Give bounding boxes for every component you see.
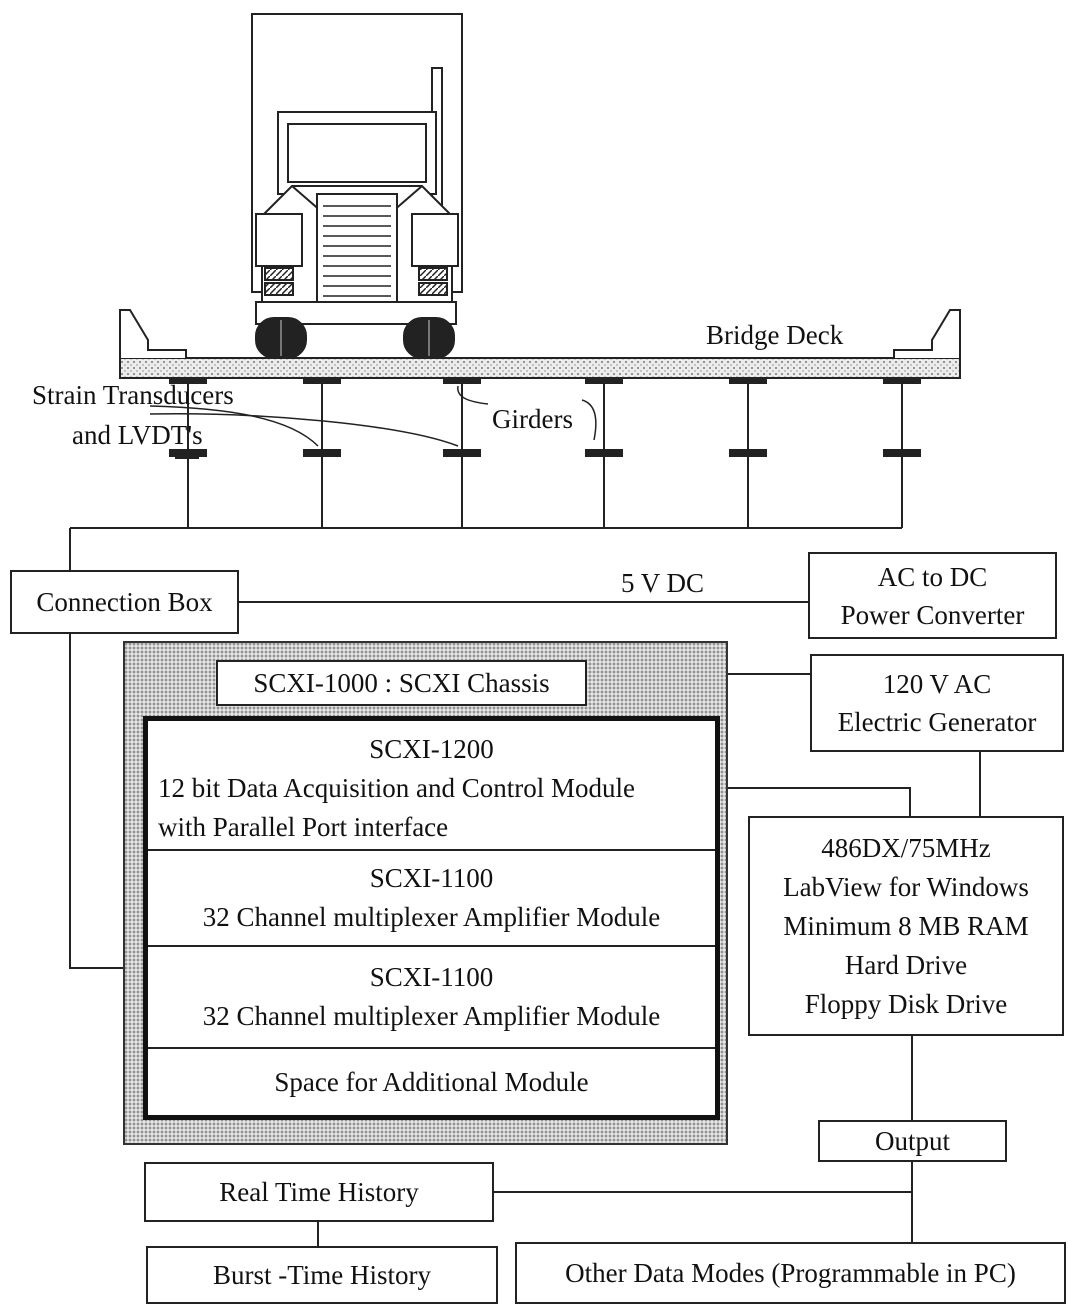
module-scxi-1200-desc: 12 bit Data Acquisition and Control Modu… bbox=[158, 772, 635, 803]
scxi-module-stack: SCXI-1200 12 bit Data Acquisition and Co… bbox=[143, 716, 720, 1120]
pc-line: Floppy Disk Drive bbox=[804, 988, 1008, 1019]
module-scxi-1100-b-name: SCXI-1100 bbox=[369, 962, 494, 992]
electric-generator-line2: Electric Generator bbox=[837, 707, 1037, 737]
strain-transducers-label: Strain Transducers bbox=[32, 380, 234, 410]
electric-generator-box: 120 V AC Electric Generator bbox=[810, 654, 1064, 752]
real-time-history-box: Real Time History bbox=[144, 1162, 494, 1222]
scxi-chassis-title-text: SCXI-1000 : SCXI Chassis bbox=[253, 668, 550, 698]
pc-line: LabView for Windows bbox=[783, 871, 1029, 902]
module-scxi-1200: SCXI-1200 12 bit Data Acquisition and Co… bbox=[148, 727, 715, 849]
module-divider bbox=[148, 849, 715, 851]
module-scxi-1100-b: SCXI-1100 32 Channel multiplexer Amplifi… bbox=[148, 947, 715, 1047]
output-box: Output bbox=[818, 1120, 1007, 1162]
five-vdc-label: 5 V DC bbox=[621, 568, 705, 598]
electric-generator-line1: 120 V AC bbox=[882, 669, 992, 699]
module-additional-space: Space for Additional Module bbox=[148, 1049, 715, 1115]
girders bbox=[169, 377, 921, 459]
power-converter-line2: Power Converter bbox=[840, 599, 1025, 630]
module-scxi-1100-b-desc: 32 Channel multiplexer Amplifier Module bbox=[202, 1001, 661, 1031]
truck-icon bbox=[251, 13, 463, 359]
bridge-deck bbox=[119, 309, 961, 379]
module-scxi-1100-a-name: SCXI-1100 bbox=[369, 863, 494, 893]
output-label: Output bbox=[874, 1126, 950, 1156]
lvdt-label: and LVDT's bbox=[72, 420, 203, 450]
burst-time-history-box: Burst -Time History bbox=[146, 1246, 498, 1304]
other-data-modes-label: Other Data Modes (Programmable in PC) bbox=[565, 1258, 1016, 1288]
module-scxi-1200-interface: with Parallel Port interface bbox=[158, 811, 449, 842]
module-scxi-1100-a-desc: 32 Channel multiplexer Amplifier Module bbox=[202, 902, 661, 932]
pc-line: Minimum 8 MB RAM bbox=[783, 910, 1029, 941]
module-divider bbox=[148, 1047, 715, 1049]
scxi-chassis-title: SCXI-1000 : SCXI Chassis bbox=[216, 660, 587, 706]
burst-time-history-label: Burst -Time History bbox=[212, 1260, 432, 1290]
connection-box-label: Connection Box bbox=[36, 587, 213, 617]
module-additional-space-text: Space for Additional Module bbox=[274, 1066, 589, 1097]
power-converter-box: AC to DC Power Converter bbox=[808, 552, 1057, 639]
other-data-modes-box: Other Data Modes (Programmable in PC) bbox=[515, 1242, 1066, 1304]
module-scxi-1100-a: SCXI-1100 32 Channel multiplexer Amplifi… bbox=[148, 851, 715, 945]
leader-lines bbox=[149, 385, 597, 447]
module-scxi-1200-name: SCXI-1200 bbox=[369, 733, 494, 764]
real-time-history-label: Real Time History bbox=[219, 1177, 419, 1207]
pc-line: 486DX/75MHz bbox=[821, 832, 991, 863]
connection-box: Connection Box bbox=[10, 570, 239, 634]
sensor-wiring bbox=[69, 456, 981, 1246]
pc-box: 486DX/75MHz LabView for Windows Minimum … bbox=[748, 816, 1064, 1036]
power-converter-line1: AC to DC bbox=[877, 561, 988, 592]
bridge-deck-label: Bridge Deck bbox=[706, 320, 844, 350]
girders-label: Girders bbox=[492, 404, 573, 434]
module-divider bbox=[148, 945, 715, 947]
pc-line: Hard Drive bbox=[844, 949, 968, 980]
